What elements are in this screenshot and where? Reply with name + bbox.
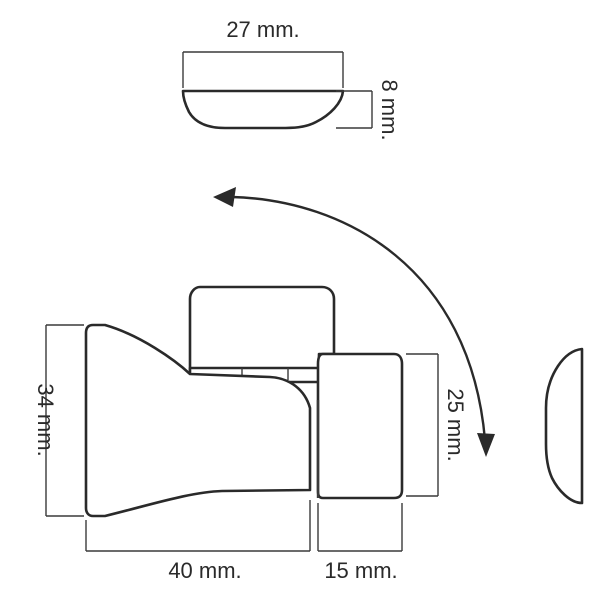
button-length-dimension xyxy=(317,503,403,552)
cap-width-label: 27 mm. xyxy=(226,17,299,42)
rotation-arrow xyxy=(213,187,495,457)
cap-height-label: 8 mm. xyxy=(377,79,402,140)
rotated-cap-part xyxy=(544,347,584,505)
cap-width-dimension xyxy=(182,51,344,88)
button-height-dimension xyxy=(406,353,439,497)
cap-part xyxy=(181,89,345,130)
button-length-label: 15 mm. xyxy=(324,558,397,583)
handle-body xyxy=(84,285,404,518)
arrow-head-end-icon xyxy=(477,433,495,457)
body-length-dimension xyxy=(85,500,311,552)
arrow-head-start-icon xyxy=(213,187,236,207)
body-length-label: 40 mm. xyxy=(168,558,241,583)
body-height-dimension xyxy=(45,324,84,517)
cap-height-dimension xyxy=(336,90,373,129)
body-height-label: 34 mm. xyxy=(33,383,58,456)
button-height-label: 25 mm. xyxy=(443,388,468,461)
